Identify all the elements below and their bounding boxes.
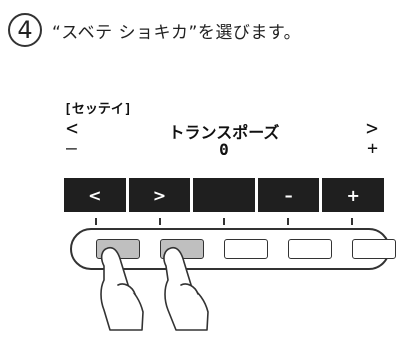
soft-key-blank[interactable] bbox=[193, 178, 255, 212]
tick-1 bbox=[95, 218, 97, 225]
lcd-display: [セッテイ] < トランスポーズ > – 0 + < > – + bbox=[64, 98, 384, 230]
physical-button-1[interactable] bbox=[96, 239, 140, 259]
step-instruction-text: “スベテ ショキカ”を選びます。 bbox=[52, 22, 302, 43]
tick-5 bbox=[351, 218, 353, 225]
button-guide-ticks bbox=[64, 218, 384, 228]
display-right-arrow: > bbox=[365, 116, 378, 140]
parameter-name: トランスポーズ bbox=[168, 123, 280, 142]
tick-2 bbox=[159, 218, 161, 225]
display-title: [セッテイ] bbox=[64, 102, 132, 117]
instruction-step: 4 “スベテ ショキカ”を選びます。 bbox=[8, 8, 301, 52]
display-minus: – bbox=[66, 138, 77, 159]
soft-key-plus[interactable]: + bbox=[322, 178, 384, 212]
soft-key-bar: < > – + bbox=[64, 178, 384, 212]
tick-4 bbox=[287, 218, 289, 225]
tick-3 bbox=[223, 218, 225, 225]
display-left-arrow: < bbox=[66, 116, 79, 140]
physical-button-2[interactable] bbox=[160, 239, 204, 259]
soft-key-minus[interactable]: – bbox=[257, 178, 320, 212]
physical-button-4[interactable] bbox=[288, 239, 332, 259]
parameter-value: 0 bbox=[219, 140, 229, 159]
physical-button-3[interactable] bbox=[224, 239, 268, 259]
soft-key-next[interactable]: > bbox=[128, 178, 191, 212]
physical-button-panel bbox=[70, 228, 396, 270]
step-number: 4 bbox=[8, 13, 42, 47]
display-plus: + bbox=[367, 138, 378, 159]
physical-button-5[interactable] bbox=[352, 239, 396, 259]
soft-key-prev[interactable]: < bbox=[64, 178, 126, 212]
